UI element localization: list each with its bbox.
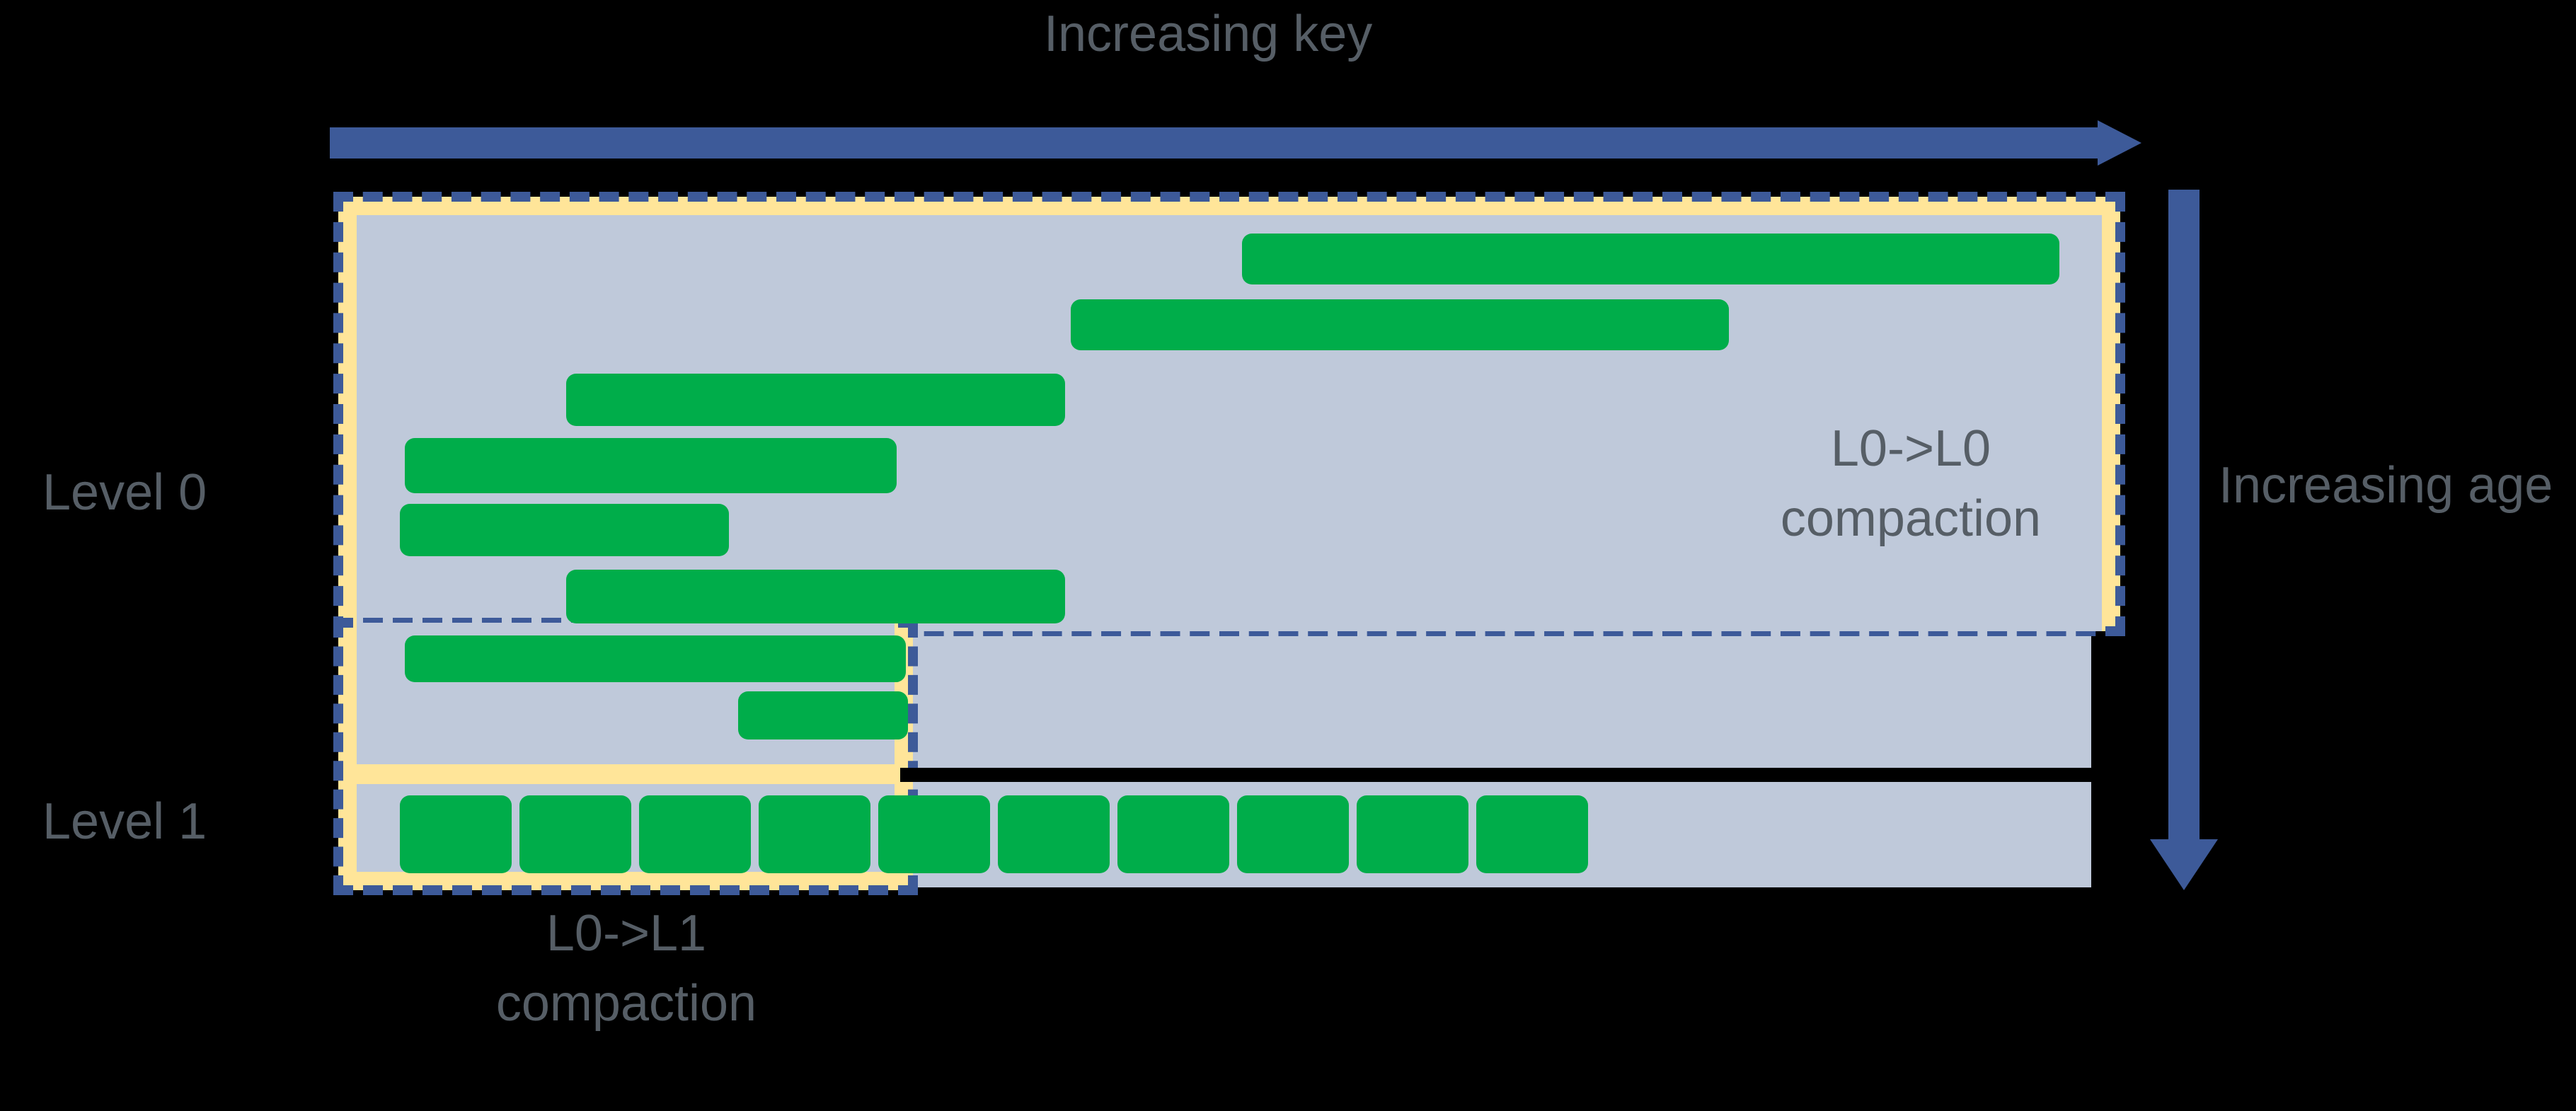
- increasing-key-arrow-icon: [330, 120, 2141, 166]
- y-axis-label: Increasing age: [2219, 457, 2553, 514]
- level-1-sst-3[interactable]: [639, 795, 751, 873]
- level-separator-line: [900, 768, 2096, 782]
- level-1-sst-4[interactable]: [759, 795, 870, 873]
- level-0-sst-3[interactable]: [566, 374, 1065, 426]
- increasing-age-arrow-icon: [2150, 190, 2218, 890]
- level-0-sst-1[interactable]: [1242, 234, 2059, 284]
- arrow-head: [2098, 120, 2141, 166]
- level-0-sst-8[interactable]: [738, 691, 908, 739]
- level-0-sst-4[interactable]: [405, 438, 897, 493]
- level-0-sst-7[interactable]: [405, 635, 906, 682]
- l0-to-l1-compaction-caption: L0->L1 compaction: [400, 899, 853, 1040]
- caption-line-2: compaction: [1780, 490, 2042, 548]
- x-axis-label: Increasing key: [1044, 6, 1373, 62]
- level-1-sst-2[interactable]: [519, 795, 631, 873]
- l0-to-l0-compaction-caption: L0->L0 compaction: [1684, 414, 2137, 555]
- arrow-shaft: [330, 127, 2099, 159]
- caption-line-1: L0->L1: [546, 905, 707, 962]
- level-1-sst-7[interactable]: [1117, 795, 1229, 873]
- level-0-label: Level 0: [42, 464, 207, 521]
- caption-line-2: compaction: [495, 975, 757, 1032]
- arrow-head: [2150, 839, 2218, 890]
- level-1-sst-9[interactable]: [1357, 795, 1468, 873]
- level-0-sst-5[interactable]: [400, 504, 729, 556]
- level-1-sst-10[interactable]: [1476, 795, 1588, 873]
- level-1-sst-6[interactable]: [998, 795, 1110, 873]
- level-0-sst-6[interactable]: [566, 570, 1065, 623]
- level-1-sst-8[interactable]: [1237, 795, 1349, 873]
- level-0-sst-2[interactable]: [1071, 299, 1729, 350]
- level-1-sst-1[interactable]: [400, 795, 512, 873]
- level-1-label: Level 1: [42, 793, 207, 850]
- level-1-sst-5[interactable]: [878, 795, 990, 873]
- arrow-shaft: [2168, 190, 2200, 841]
- caption-line-1: L0->L0: [1830, 420, 1991, 477]
